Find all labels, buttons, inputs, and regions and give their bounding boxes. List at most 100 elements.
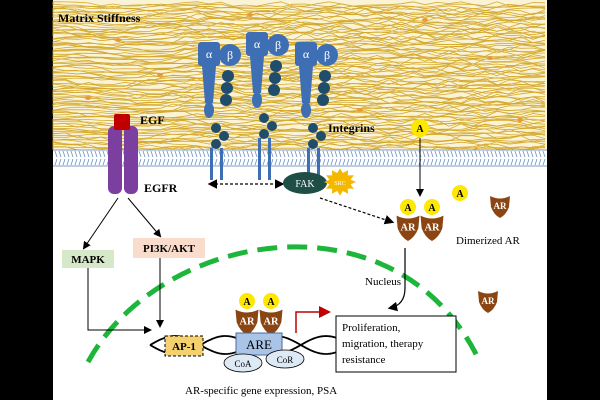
lipid-mark [426, 150, 430, 158]
matrix-fiber [52, 70, 546, 77]
lipid-mark [174, 150, 178, 158]
integrin-alpha-label: α [254, 37, 261, 51]
lipid-mark [462, 158, 466, 166]
src-label: SRC [334, 181, 345, 187]
ar-label: AR [240, 317, 255, 328]
mapk-box [62, 250, 114, 268]
lipid-mark [298, 150, 302, 158]
lipid-mark [386, 150, 390, 158]
integrin-stalk [307, 148, 310, 180]
integrin-beta-domain [270, 60, 282, 72]
lipid-mark [286, 158, 290, 166]
matrix-fiber [52, 44, 546, 51]
lipid-mark [206, 150, 210, 158]
lipid-mark [394, 158, 398, 166]
integrin-beta-head [219, 44, 241, 66]
lipid-mark [474, 150, 478, 158]
integrin-beta-head [267, 34, 289, 56]
integrin-knob [259, 129, 269, 139]
lipid-mark [66, 158, 70, 166]
lipid-mark [174, 158, 178, 166]
lipid-mark [246, 158, 250, 166]
lipid-mark [406, 150, 410, 158]
lipid-mark [442, 158, 446, 166]
integrin-beta-domain [222, 70, 234, 82]
androgen [239, 293, 255, 309]
ar-protein [478, 291, 498, 313]
lipid-mark [342, 150, 346, 158]
integrin-beta-label: β [227, 48, 233, 62]
lipid-mark [58, 150, 62, 158]
lipid-mark [374, 158, 378, 166]
lipid-mark [262, 158, 266, 166]
matrix-fiber [52, 96, 546, 101]
lipid-mark [142, 150, 146, 158]
lipid-mark [378, 158, 382, 166]
lipid-mark [434, 150, 438, 158]
lipid-mark [482, 158, 486, 166]
lipid-mark [202, 150, 206, 158]
egfr-mapk-arrow [82, 197, 119, 250]
lipid-mark [382, 158, 386, 166]
cor-label: CoR [277, 355, 294, 365]
lipid-mark [102, 158, 106, 166]
lipid-mark [234, 150, 238, 158]
lipid-mark [422, 150, 426, 158]
lipid-mark [378, 150, 382, 158]
androgen-label: A [267, 297, 275, 308]
coactivator [223, 353, 263, 373]
lipid-mark [270, 158, 274, 166]
lipid-mark [230, 150, 234, 158]
lipid-mark [98, 150, 102, 158]
pi3k-akt-box [133, 238, 205, 258]
matrix-fiber [52, 52, 546, 58]
integrins-label: Integrins [328, 121, 375, 135]
lipid-mark [370, 150, 374, 158]
matrix-fiber [52, 31, 546, 39]
lipid-mark [534, 158, 538, 166]
lipid-mark [182, 158, 186, 166]
lipid-mark [466, 150, 470, 158]
lipid-mark [246, 150, 250, 158]
lipid-mark [370, 158, 374, 166]
lipid-mark [166, 158, 170, 166]
lipid-mark [426, 158, 430, 166]
lipid-mark [146, 158, 150, 166]
lipid-mark [270, 150, 274, 158]
lipid-mark [350, 158, 354, 166]
lipid-mark [330, 150, 334, 158]
matrix-fiber [52, 101, 546, 106]
lipid-mark [498, 158, 502, 166]
lipid-mark [290, 158, 294, 166]
matrix-fiber [52, 17, 546, 22]
lipid-mark [214, 158, 218, 166]
integrin-knob [259, 113, 269, 123]
lipid-mark [538, 150, 542, 158]
lipid-mark [482, 150, 486, 158]
ar-free-nuclear: AR [478, 291, 498, 313]
lipid-mark [354, 158, 358, 166]
egfr-label: EGFR [144, 181, 178, 195]
lipid-mark [354, 150, 358, 158]
lipid-mark [150, 150, 154, 158]
matrix-fiber [52, 62, 546, 66]
lipid-mark [322, 150, 326, 158]
lipid-mark [514, 158, 518, 166]
lipid-mark [186, 158, 190, 166]
lipid-mark [330, 158, 334, 166]
ar-label: AR [494, 201, 507, 211]
lipid-mark [446, 158, 450, 166]
matrix-fiber [52, 17, 546, 25]
lipid-mark [198, 150, 202, 158]
ar-label: AR [482, 296, 495, 306]
integrin-beta-domain [221, 82, 233, 94]
integrin-beta-domain [269, 72, 281, 84]
lipid-mark [154, 158, 158, 166]
matrix-fiber [52, 5, 545, 12]
are-label: ARE [246, 337, 272, 352]
lipid-mark [542, 158, 546, 166]
lipid-mark [194, 150, 198, 158]
ap1-label: AP-1 [172, 341, 196, 353]
coa-label: CoA [234, 359, 252, 369]
